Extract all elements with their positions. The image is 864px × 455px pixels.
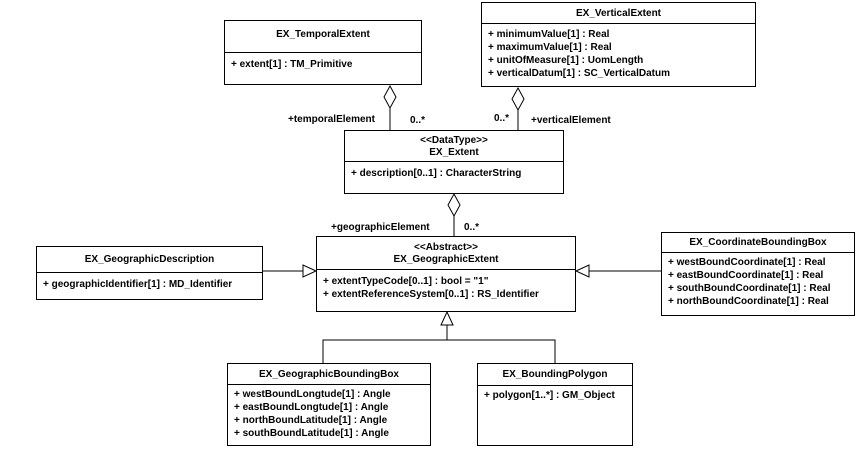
attribute: + description[0..1] : CharacterString bbox=[351, 168, 522, 179]
attribute-list: + geographicIdentifier[1] : MD_Identifie… bbox=[37, 273, 262, 295]
temporal-extent-class[interactable]: EX_TemporalExtent + extent[1] : TM_Primi… bbox=[224, 20, 422, 85]
geographic-extent-class[interactable]: <<Abstract>> EX_GeographicExtent + exten… bbox=[316, 236, 576, 312]
attribute-list: + westBoundCoordinate[1] : Real + eastBo… bbox=[662, 253, 854, 312]
coordinate-generalization-arrow bbox=[574, 264, 590, 278]
class-header: EX_CoordinateBoundingBox bbox=[662, 233, 854, 253]
class-name: EX_TemporalExtent bbox=[276, 29, 370, 40]
vertical-role-label: +verticalElement bbox=[531, 115, 611, 126]
attribute-list: + polygon[1..*] : GM_Object bbox=[478, 386, 632, 406]
class-name: EX_Extent bbox=[429, 147, 479, 158]
attribute: + northBoundLatitude[1] : Angle bbox=[234, 415, 388, 426]
attribute: + unitOfMeasure[1] : UomLength bbox=[488, 55, 644, 66]
class-header: EX_GeographicBoundingBox bbox=[228, 364, 430, 385]
attribute-list: + description[0..1] : CharacterString bbox=[345, 162, 563, 184]
class-name: EX_VerticalExtent bbox=[575, 8, 662, 19]
class-stereotype: <<Abstract>> bbox=[414, 242, 478, 253]
attribute: + verticalDatum[1] : SC_VerticalDatum bbox=[488, 68, 671, 79]
attribute-list: + extentTypeCode[0..1] : bool = "1" + ex… bbox=[317, 270, 575, 305]
class-header: EX_GeographicDescription bbox=[37, 247, 262, 273]
bounding-polygon-class[interactable]: EX_BoundingPolygon + polygon[1..*] : GM_… bbox=[477, 363, 633, 446]
attribute: + eastBoundLongtude[1] : Angle bbox=[234, 402, 389, 413]
temporal-aggregation-diamond bbox=[383, 84, 397, 110]
description-generalization-arrow bbox=[302, 264, 318, 278]
temporal-multiplicity-label: 0..* bbox=[410, 115, 426, 126]
class-name: EX_BoundingPolygon bbox=[502, 369, 608, 380]
attribute: + southBoundLatitude[1] : Angle bbox=[234, 428, 389, 439]
class-header: <<DataType>> EX_Extent bbox=[345, 131, 563, 162]
attribute: + westBoundLongtude[1] : Angle bbox=[234, 389, 391, 400]
bbox-generalization-line bbox=[322, 325, 556, 363]
attribute: + eastBoundCoordinate[1] : Real bbox=[668, 270, 824, 281]
vertical-aggregation-diamond bbox=[511, 86, 525, 112]
class-header: EX_BoundingPolygon bbox=[478, 364, 632, 386]
vertical-multiplicity-label: 0..* bbox=[494, 113, 510, 124]
geographic-description-class[interactable]: EX_GeographicDescription + geographicIde… bbox=[36, 246, 263, 300]
class-stereotype: <<DataType>> bbox=[420, 135, 488, 146]
attribute: + northBoundCoordinate[1] : Real bbox=[668, 296, 829, 307]
coordinate-bounding-box-class[interactable]: EX_CoordinateBoundingBox + westBoundCoor… bbox=[661, 232, 855, 316]
attribute: + southBoundCoordinate[1] : Real bbox=[668, 283, 831, 294]
geographic-aggregation-diamond bbox=[447, 192, 461, 218]
class-name: EX_GeographicExtent bbox=[393, 254, 499, 265]
class-name: EX_GeographicDescription bbox=[84, 254, 215, 265]
class-header: EX_TemporalExtent bbox=[225, 21, 421, 53]
class-name: EX_CoordinateBoundingBox bbox=[689, 237, 827, 248]
bbox-generalization-arrow bbox=[440, 310, 454, 326]
vertical-extent-class[interactable]: EX_VerticalExtent + minimumValue[1] : Re… bbox=[481, 2, 756, 87]
attribute: + extentReferenceSystem[0..1] : RS_Ident… bbox=[323, 289, 539, 300]
geographic-multiplicity-label: 0..* bbox=[464, 222, 480, 233]
attribute: + westBoundCoordinate[1] : Real bbox=[668, 257, 826, 268]
attribute-list: + minimumValue[1] : Real + maximumValue[… bbox=[482, 24, 755, 84]
attribute: + maximumValue[1] : Real bbox=[488, 42, 612, 53]
attribute: + minimumValue[1] : Real bbox=[488, 29, 610, 40]
class-header: EX_VerticalExtent bbox=[482, 3, 755, 24]
extent-class[interactable]: <<DataType>> EX_Extent + description[0..… bbox=[344, 130, 564, 194]
attribute: + polygon[1..*] : GM_Object bbox=[484, 390, 615, 401]
attribute: + geographicIdentifier[1] : MD_Identifie… bbox=[43, 279, 233, 290]
geographic-bounding-box-class[interactable]: EX_GeographicBoundingBox + westBoundLong… bbox=[227, 363, 431, 446]
class-name: EX_GeographicBoundingBox bbox=[258, 369, 399, 380]
geographic-role-label: +geographicElement bbox=[331, 222, 430, 233]
attribute: + extentTypeCode[0..1] : bool = "1" bbox=[323, 276, 489, 287]
attribute-list: + extent[1] : TM_Primitive bbox=[225, 53, 421, 75]
class-header: <<Abstract>> EX_GeographicExtent bbox=[317, 237, 575, 270]
temporal-role-label: +temporalElement bbox=[288, 114, 375, 125]
attribute-list: + westBoundLongtude[1] : Angle + eastBou… bbox=[228, 385, 430, 444]
attribute: + extent[1] : TM_Primitive bbox=[231, 59, 353, 70]
